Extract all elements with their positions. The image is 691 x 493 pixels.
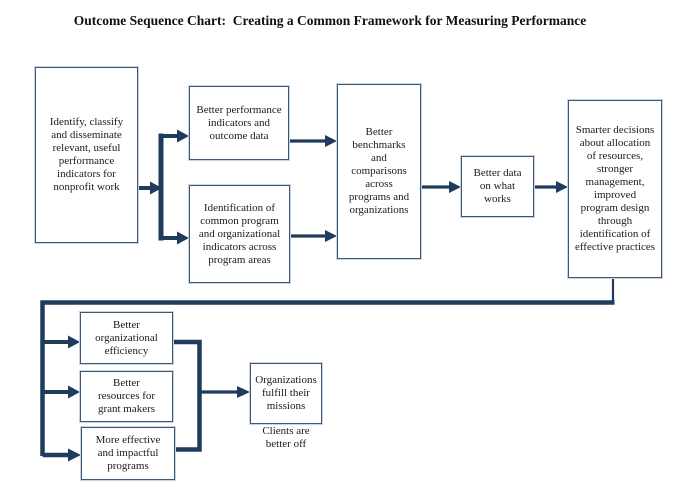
clients-better-off-label: Clients are better off xyxy=(262,425,310,450)
box-performance-indicators: Better performance indicators and outcom… xyxy=(189,86,289,160)
box-org-efficiency-text: Better organizational efficiency xyxy=(95,318,158,357)
box-fulfill-missions: Organizations fulfill their missions xyxy=(250,363,322,424)
box-identify-indicators: Identify, classify and disseminate relev… xyxy=(35,67,138,243)
connector-benchmarks-to-data-works xyxy=(421,181,461,193)
box-benchmarks-text: Better benchmarks and comparisons across… xyxy=(348,126,410,216)
box-smarter-decisions: Smarter decisions about allocation of re… xyxy=(568,100,662,278)
box-grant-resources: Better resources for grant makers xyxy=(80,371,173,422)
connector-split-to-common-indicators xyxy=(161,231,189,245)
box-common-indicators: Identification of common program and org… xyxy=(189,185,290,283)
connector-rail-to-grant-resources xyxy=(44,385,80,399)
box-performance-indicators-text: Better performance indicators and outcom… xyxy=(196,103,282,142)
connector-bracket-to-missions xyxy=(173,339,250,452)
box-effective-programs-text: More effective and impactful programs xyxy=(95,434,161,472)
connector-rail-to-org-efficiency xyxy=(44,335,80,349)
connector-data-works-to-smarter-decisions xyxy=(534,181,568,193)
connector-split-to-performance-indicators xyxy=(161,129,189,143)
box-fulfill-missions-text: Organizations fulfill their missions xyxy=(255,374,317,412)
box-benchmarks: Better benchmarks and comparisons across… xyxy=(337,84,421,259)
connector-rail-to-effective-programs xyxy=(42,448,81,462)
box-org-efficiency: Better organizational efficiency xyxy=(80,312,173,364)
box-data-works-text: Better data on what works xyxy=(473,167,522,205)
box-common-indicators-text: Identification of common program and org… xyxy=(198,201,281,266)
box-grant-resources-text: Better resources for grant makers xyxy=(97,377,156,415)
box-data-works: Better data on what works xyxy=(461,156,534,217)
box-identify-indicators-text: Identify, classify and disseminate relev… xyxy=(49,116,124,193)
connector-common-indicators-to-benchmarks xyxy=(290,230,337,242)
chart-title: Outcome Sequence Chart: Creating a Commo… xyxy=(73,13,587,28)
box-effective-programs: More effective and impactful programs xyxy=(81,427,175,480)
connector-smarter-decisions-to-left-rail xyxy=(40,277,615,456)
connector-identify-to-split xyxy=(138,133,164,241)
connector-performance-indicators-to-benchmarks xyxy=(289,135,337,147)
box-smarter-decisions-text: Smarter decisions about allocation of re… xyxy=(574,124,656,253)
